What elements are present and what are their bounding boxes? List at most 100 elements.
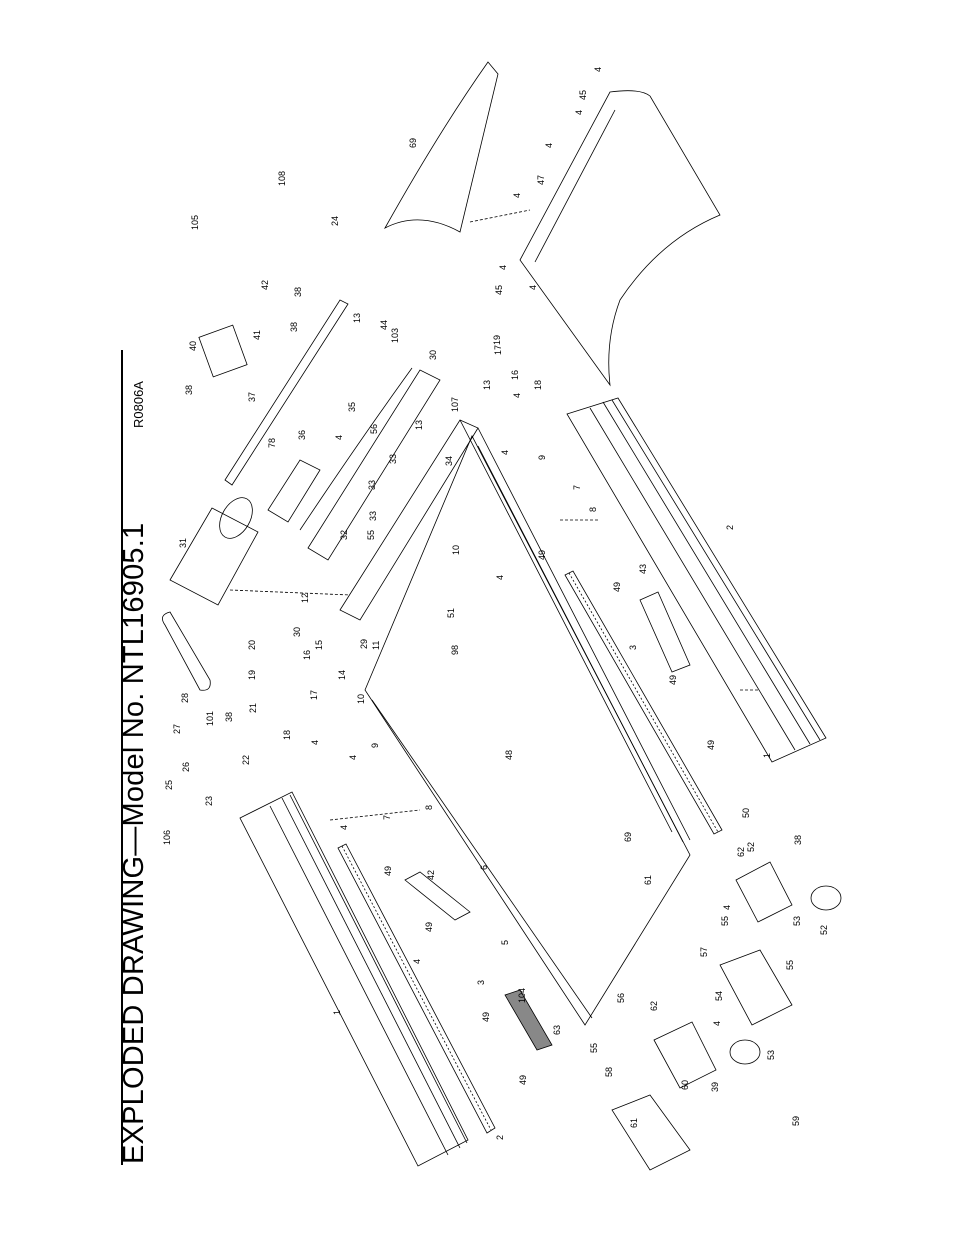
side-rail-right: [566, 397, 827, 763]
part-label-38: 38: [184, 385, 194, 395]
part-label-49: 49: [383, 866, 393, 876]
part-label-30: 30: [292, 627, 302, 637]
part-label-13: 13: [414, 420, 424, 430]
part-label-6: 6: [479, 865, 489, 870]
foot-rail-42-left: [404, 871, 471, 921]
part-label-4: 4: [334, 435, 344, 440]
part-label-8: 8: [424, 805, 434, 810]
console-base: [519, 90, 721, 387]
part-label-15: 15: [314, 640, 324, 650]
part-label-42: 42: [426, 870, 436, 880]
part-label-61: 61: [643, 875, 653, 885]
warning-strip: [504, 989, 553, 1051]
part-label-108: 108: [277, 171, 287, 186]
part-label-55: 55: [720, 916, 730, 926]
part-label-61: 61: [629, 1118, 639, 1128]
part-label-19: 19: [492, 335, 502, 345]
rear-bracket-58: [653, 1021, 717, 1089]
part-label-14: 14: [337, 670, 347, 680]
part-label-56: 56: [616, 993, 626, 1003]
part-label-69: 69: [623, 832, 633, 842]
part-label-38: 38: [293, 287, 303, 297]
rear-cap-54: [719, 949, 793, 1026]
part-label-38: 38: [289, 322, 299, 332]
part-label-10: 10: [451, 545, 461, 555]
part-label-7: 7: [572, 485, 582, 490]
drive-belt: [162, 611, 211, 691]
part-label-26: 26: [181, 762, 191, 772]
part-label-53: 53: [792, 916, 802, 926]
part-label-49: 49: [668, 675, 678, 685]
part-label-49: 49: [481, 1012, 491, 1022]
part-label-78: 78: [267, 438, 277, 448]
part-label-98: 98: [450, 645, 460, 655]
part-label-33: 33: [388, 454, 398, 464]
part-label-13: 13: [352, 313, 362, 323]
part-label-38: 38: [224, 712, 234, 722]
rear-foot-a: [729, 1039, 761, 1065]
part-label-4: 4: [348, 755, 358, 760]
motor-shaft: [224, 299, 349, 486]
part-label-4: 4: [500, 450, 510, 455]
part-label-17: 17: [309, 690, 319, 700]
part-label-55: 55: [785, 960, 795, 970]
part-label-42: 42: [260, 280, 270, 290]
part-label-49: 49: [537, 550, 547, 560]
part-label-18: 18: [533, 380, 543, 390]
rear-bracket-51: [735, 861, 793, 923]
part-label-28: 28: [180, 693, 190, 703]
part-label-4: 4: [593, 67, 603, 72]
part-label-8: 8: [588, 507, 598, 512]
part-label-3: 3: [628, 645, 638, 650]
part-label-52: 52: [746, 842, 756, 852]
rail-insert-right: [564, 570, 723, 835]
part-label-4: 4: [512, 193, 522, 198]
part-label-58: 58: [604, 1067, 614, 1077]
part-number-labels: 1122334444444444444444567788991010111213…: [162, 67, 829, 1140]
part-label-40: 40: [188, 341, 198, 351]
part-label-45: 45: [578, 90, 588, 100]
part-label-12: 12: [300, 593, 310, 603]
part-label-1: 1: [762, 753, 772, 758]
part-label-16: 16: [510, 370, 520, 380]
part-label-4: 4: [339, 825, 349, 830]
part-label-31: 31: [178, 538, 188, 548]
drive-motor: [198, 324, 248, 378]
part-label-59: 59: [791, 1116, 801, 1126]
part-label-57: 57: [699, 947, 709, 957]
part-label-45: 45: [494, 285, 504, 295]
part-label-49: 49: [706, 740, 716, 750]
part-label-39: 39: [710, 1082, 720, 1092]
part-label-29: 29: [359, 639, 369, 649]
part-label-24: 24: [330, 216, 340, 226]
part-label-49: 49: [424, 922, 434, 932]
part-label-43: 43: [638, 564, 648, 574]
part-label-22: 22: [241, 755, 251, 765]
part-label-16: 16: [302, 650, 312, 660]
part-label-32: 32: [339, 530, 349, 540]
part-label-20: 20: [247, 640, 257, 650]
part-label-30: 30: [428, 350, 438, 360]
leader-lines: [229, 209, 760, 821]
part-label-47: 47: [536, 175, 546, 185]
part-label-41: 41: [252, 330, 262, 340]
part-label-1: 1: [332, 1010, 342, 1015]
upright-cover: [384, 61, 499, 233]
part-label-105: 105: [190, 215, 200, 230]
walking-deck: [364, 435, 691, 1026]
part-label-52: 52: [819, 925, 829, 935]
part-label-50: 50: [741, 808, 751, 818]
part-label-27: 27: [172, 724, 182, 734]
part-label-13: 13: [482, 380, 492, 390]
controller-board: [267, 459, 321, 523]
part-label-4: 4: [574, 110, 584, 115]
motor-hood: [299, 367, 441, 561]
part-label-51: 51: [446, 608, 456, 618]
part-label-4: 4: [722, 905, 732, 910]
part-label-35: 35: [347, 402, 357, 412]
part-label-4: 4: [495, 575, 505, 580]
part-label-63: 63: [552, 1025, 562, 1035]
part-label-48: 48: [504, 750, 514, 760]
foot-rail-42-right: [639, 591, 691, 673]
